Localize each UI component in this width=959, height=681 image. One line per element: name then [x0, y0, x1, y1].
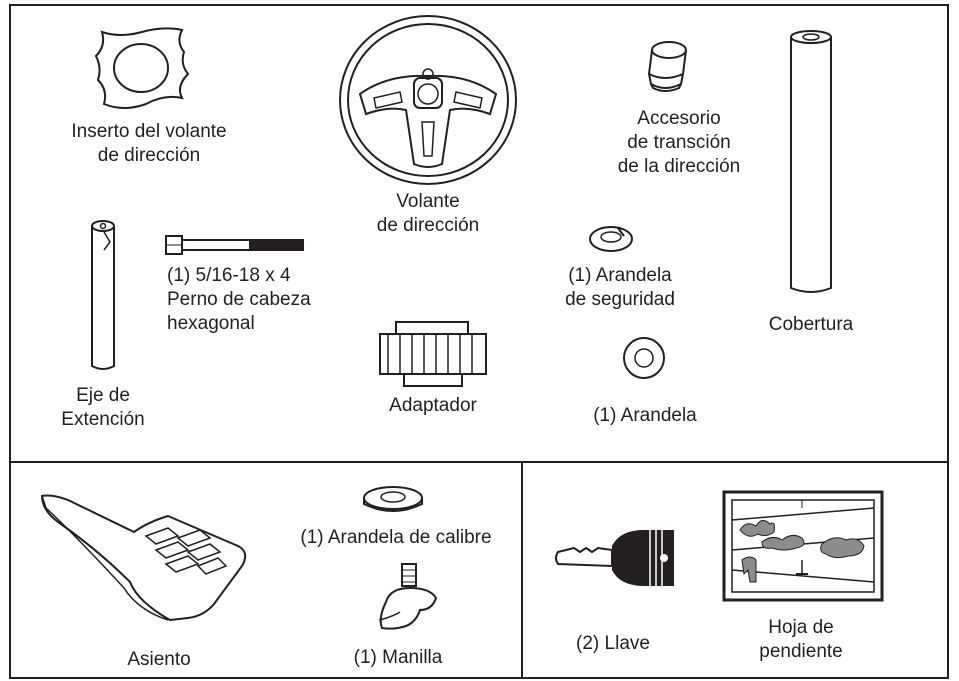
lock-washer-illustration [588, 224, 634, 254]
steering-wheel-illustration [338, 14, 518, 186]
knob-illustration [376, 562, 444, 632]
gauge-washer-illustration [362, 484, 424, 518]
knob-label: (1) Manilla [353, 647, 443, 668]
washer-illustration [622, 336, 666, 380]
cover-illustration [789, 30, 833, 296]
adapter-illustration [374, 320, 492, 390]
steering-insert-label: Inserto del volante de dirección [71, 121, 227, 166]
bolt-illustration [164, 234, 304, 256]
key-label: (2) Llave [576, 633, 650, 654]
bolt-label: (1) 5/16-18 x 4 Perno de cabeza hexagona… [167, 265, 311, 334]
extension-shaft-label: Eje de Extención [61, 385, 145, 430]
steering-insert-illustration [90, 24, 195, 114]
slope-sheet-illustration [722, 490, 884, 602]
bottom-right-panel [521, 461, 949, 679]
seat-label: Asiento [127, 649, 191, 670]
adapter-label: Adaptador [389, 395, 477, 416]
key-illustration [554, 530, 674, 586]
extension-shaft-illustration [90, 220, 116, 372]
steering-wheel-label: Volante de dirección [376, 191, 480, 236]
slope-sheet-label: Hoja de pendiente [759, 617, 843, 662]
cover-label: Cobertura [768, 314, 854, 335]
lock-washer-label: (1) Arandela de seguridad [565, 265, 675, 310]
gauge-washer-label: (1) Arandela de calibre [300, 527, 492, 548]
seat-illustration [38, 492, 258, 622]
transition-fitting-label: Accesorio de transción de la dirección [617, 108, 741, 177]
washer-label: (1) Arandela [593, 405, 697, 426]
transition-fitting-illustration [643, 40, 693, 96]
